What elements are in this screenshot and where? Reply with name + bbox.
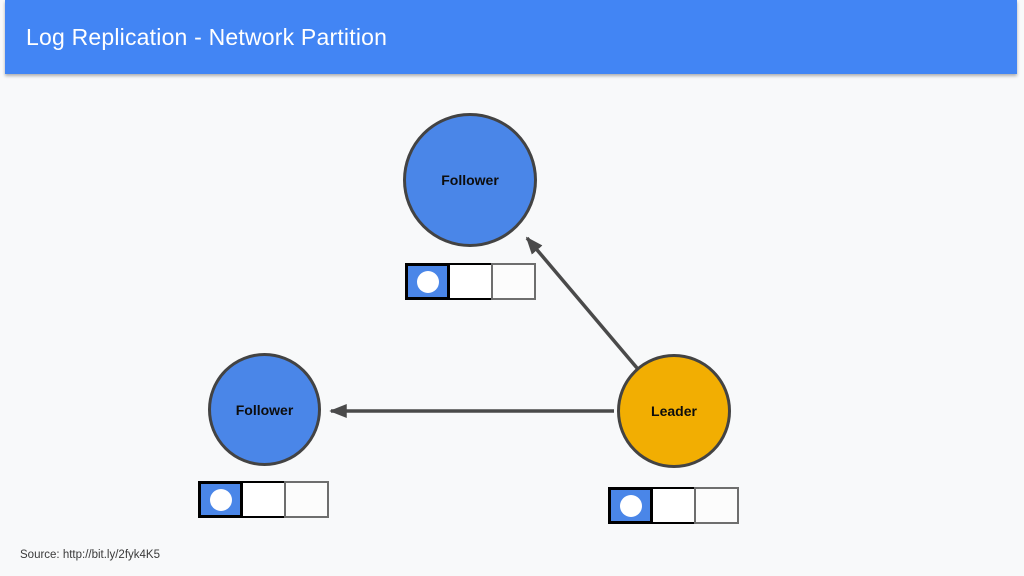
node-label: Follower	[441, 172, 499, 188]
source-attribution: Source: http://bit.ly/2fyk4K5	[20, 549, 160, 561]
node-follower-left: Follower	[208, 353, 321, 466]
log-slot-empty-black	[448, 263, 493, 300]
log-entry-dot	[416, 270, 439, 293]
log-leader	[608, 487, 739, 524]
arrow-leader-to-top-follower	[525, 236, 639, 370]
log-slot-empty-black	[651, 487, 696, 524]
log-slot-empty-gray	[694, 487, 739, 524]
log-follower-top	[405, 263, 536, 300]
log-slot-entry	[198, 481, 243, 518]
log-slot-empty-black	[241, 481, 286, 518]
slide-header: Log Replication - Network Partition	[5, 0, 1017, 74]
log-entry-dot	[209, 488, 232, 511]
node-label: Follower	[235, 401, 294, 418]
log-follower-left	[198, 481, 329, 518]
log-slot-entry	[405, 263, 450, 300]
log-slot-empty-gray	[284, 481, 329, 518]
log-slot-entry	[608, 487, 653, 524]
log-entry-dot	[619, 494, 642, 517]
node-label: Leader	[651, 403, 697, 419]
node-leader: Leader	[617, 354, 731, 468]
log-slot-empty-gray	[491, 263, 536, 300]
node-follower-top: Follower	[403, 113, 537, 247]
slide-title: Log Replication - Network Partition	[26, 23, 388, 50]
